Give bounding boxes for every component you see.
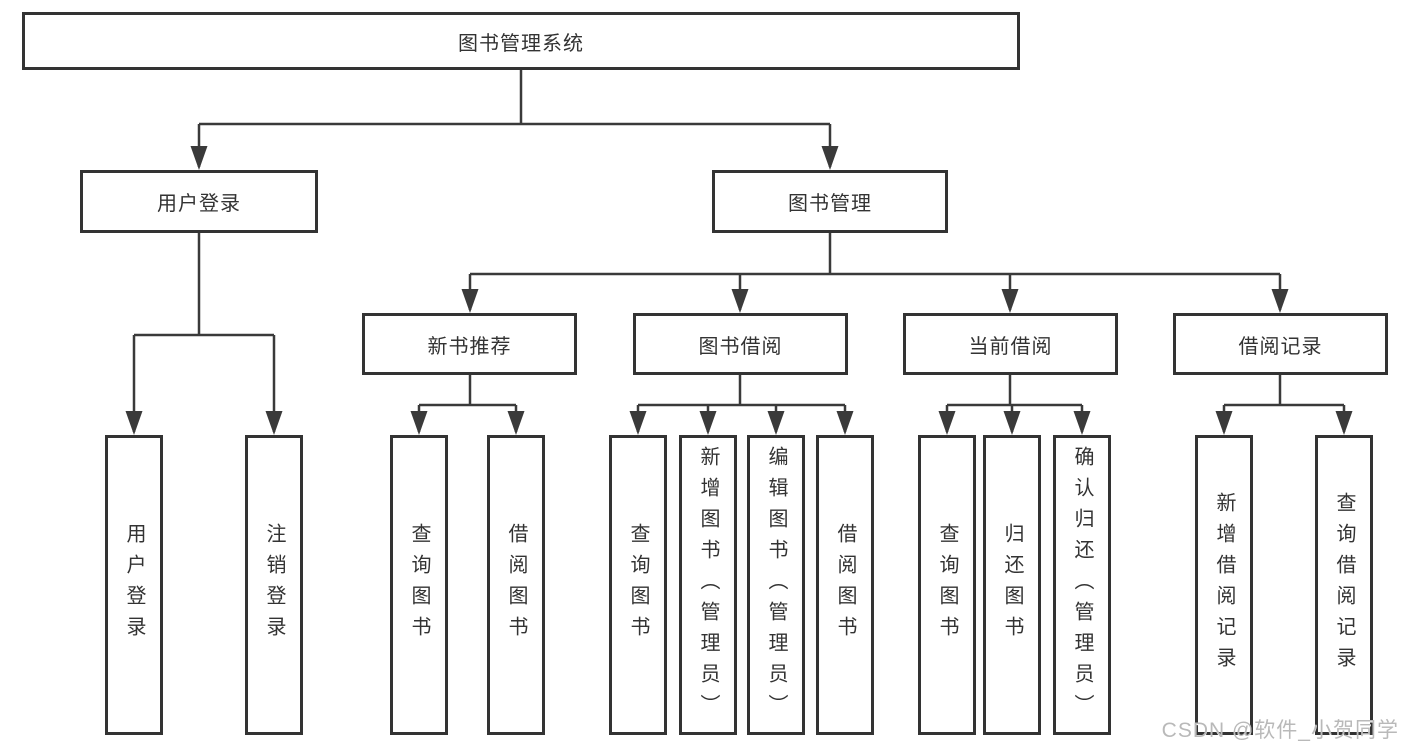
leaf-query-borrow-record: 查询借阅记录 — [1315, 435, 1373, 735]
leaf-edit-book-admin-label: 编辑图书（管理员） — [765, 445, 787, 725]
node-root: 图书管理系统 — [22, 12, 1020, 70]
leaf-confirm-return-admin: 确认归还（管理员） — [1053, 435, 1111, 735]
leaf-borrow-books-recommend-label: 借阅图书 — [505, 523, 527, 647]
leaf-confirm-return-admin-label: 确认归还（管理员） — [1071, 445, 1093, 725]
node-new-book-recommend: 新书推荐 — [362, 313, 577, 375]
leaf-query-books-borrowing-label: 查询图书 — [627, 523, 649, 647]
leaf-return-books: 归还图书 — [983, 435, 1041, 735]
node-book-borrowing-label: 图书借阅 — [698, 335, 783, 358]
node-current-borrowing: 当前借阅 — [903, 313, 1118, 375]
node-current-borrowing-label: 当前借阅 — [968, 335, 1053, 358]
leaf-query-books-recommend: 查询图书 — [390, 435, 448, 735]
node-new-book-recommend-label: 新书推荐 — [427, 335, 512, 358]
node-root-label: 图书管理系统 — [458, 32, 584, 55]
leaf-add-borrow-record: 新增借阅记录 — [1195, 435, 1253, 735]
watermark: CSDN @软件_小贺同学 — [1161, 719, 1399, 742]
leaf-return-books-label: 归还图书 — [1001, 523, 1023, 647]
leaf-logout: 注销登录 — [245, 435, 303, 735]
node-user-login-label: 用户登录 — [157, 193, 241, 215]
node-book-management-label: 图书管理 — [788, 193, 872, 215]
leaf-borrow-books-borrowing-label: 借阅图书 — [834, 523, 856, 647]
leaf-user-login-label: 用户登录 — [123, 523, 145, 647]
node-borrowing-records: 借阅记录 — [1173, 313, 1388, 375]
leaf-query-books-recommend-label: 查询图书 — [408, 523, 430, 647]
leaf-query-books-borrowing: 查询图书 — [609, 435, 667, 735]
leaf-add-borrow-record-label: 新增借阅记录 — [1213, 492, 1235, 678]
node-book-management: 图书管理 — [712, 170, 948, 233]
leaf-user-login: 用户登录 — [105, 435, 163, 735]
leaf-logout-label: 注销登录 — [263, 523, 285, 647]
leaf-borrow-books-borrowing: 借阅图书 — [816, 435, 874, 735]
leaf-query-books-current: 查询图书 — [918, 435, 976, 735]
node-borrowing-records-label: 借阅记录 — [1238, 335, 1323, 358]
leaf-query-borrow-record-label: 查询借阅记录 — [1333, 492, 1355, 678]
leaf-add-book-admin-label: 新增图书（管理员） — [697, 445, 719, 725]
leaf-borrow-books-recommend: 借阅图书 — [487, 435, 545, 735]
leaf-edit-book-admin: 编辑图书（管理员） — [747, 435, 805, 735]
leaf-add-book-admin: 新增图书（管理员） — [679, 435, 737, 735]
leaf-query-books-current-label: 查询图书 — [936, 523, 958, 647]
node-user-login: 用户登录 — [80, 170, 318, 233]
node-book-borrowing: 图书借阅 — [633, 313, 848, 375]
